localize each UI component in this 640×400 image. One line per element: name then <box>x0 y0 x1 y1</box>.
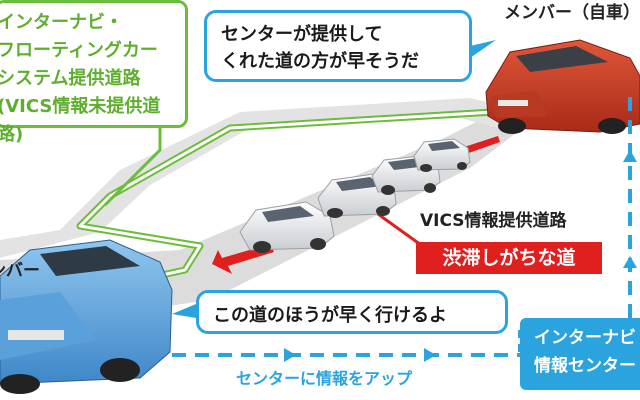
member-top-label: メンバー（自車） <box>504 3 640 23</box>
green-label-line-1: インターナビ・ <box>0 12 123 33</box>
bubble-top-line-1: センターが提供して <box>221 24 383 45</box>
bubble-top-line-2: くれた道の方が早そうだ <box>221 51 419 72</box>
green-box-connector <box>103 128 162 207</box>
white-car-4 <box>413 138 471 172</box>
green-label-line-4: (VICS情報未提供道路) <box>0 96 161 145</box>
green-route <box>76 104 561 286</box>
green-label-line-3: システム提供道路 <box>0 68 141 89</box>
floating-car-road-label-box: インターナビ・ フローティングカー システム提供道路 (VICS情報未提供道路) <box>0 0 188 145</box>
blue-car <box>0 239 173 394</box>
info-center-box: インターナビ 情報センター <box>520 318 640 390</box>
speech-bubble-top: センターが提供して くれた道の方が早そうだ <box>204 10 472 82</box>
center-label-line-2: 情報センター <box>534 356 636 376</box>
upload-arrow-2 <box>424 348 436 362</box>
center-up-arrow-2 <box>623 150 637 162</box>
green-route-inner <box>78 106 561 284</box>
green-label-line-2: フローティングカー <box>0 40 158 61</box>
bubble-bottom-tail <box>172 304 196 318</box>
bubble-bottom-text: この道のほうが早く行けるよ <box>213 305 447 326</box>
red-car <box>485 39 640 134</box>
jam-road-badge: 渋滞しがちな道 <box>416 242 602 274</box>
jam-cars <box>239 138 471 253</box>
member-left-label: メンバー <box>0 261 40 281</box>
speech-bubble-bottom: この道のほうが早く行けるよ <box>196 290 508 334</box>
upload-info-label: センターに情報をアップ <box>236 369 413 388</box>
center-label-line-1: インターナビ <box>534 328 636 348</box>
upload-arrow-1 <box>284 348 296 362</box>
white-car-1 <box>239 201 335 253</box>
center-up-arrow-1 <box>623 256 637 268</box>
vics-road-label: VICS情報提供道路 <box>420 211 567 231</box>
loop-road-edge <box>0 230 100 258</box>
bubble-top-tail <box>470 40 496 58</box>
